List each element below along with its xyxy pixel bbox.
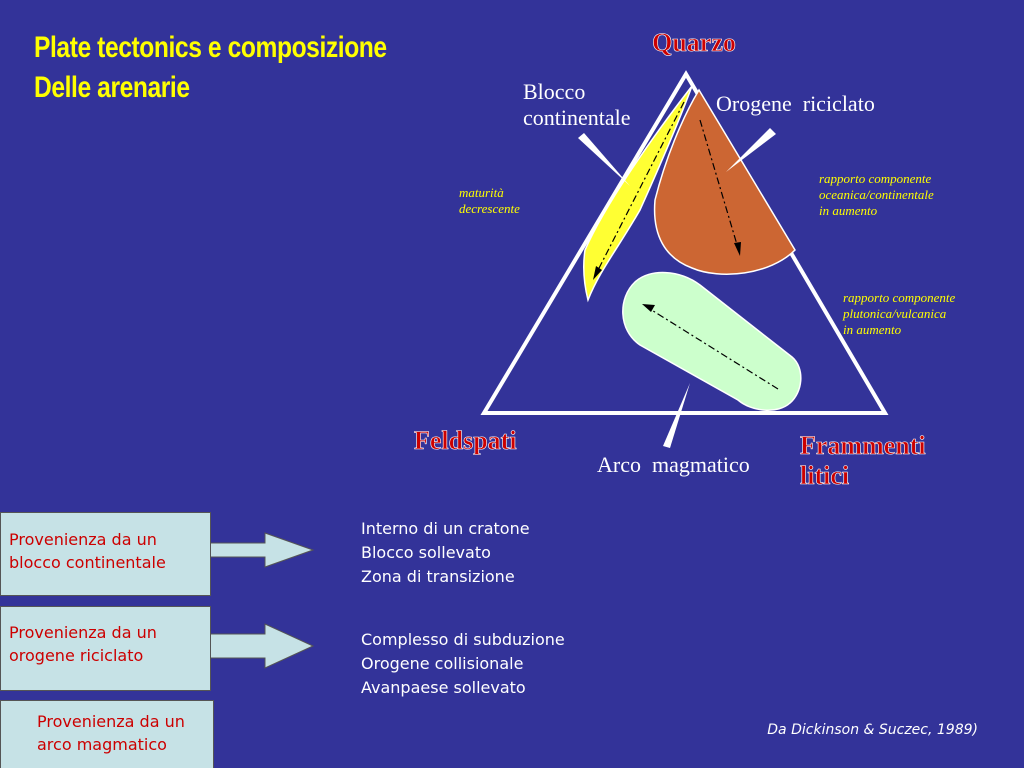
setting-item: Blocco sollevato xyxy=(361,543,491,562)
settings-list-continental: Interno di un cratone Blocco sollevato Z… xyxy=(361,517,530,589)
arc-trend-arrow xyxy=(649,308,779,390)
provenance-box-arc-line1: Provenienza da un xyxy=(37,712,185,731)
setting-item: Complesso di subduzione xyxy=(361,630,565,649)
provenance-box-orogen-line1: Provenienza da un xyxy=(9,623,157,642)
setting-item: Avanpaese sollevato xyxy=(361,678,526,697)
recycled-orogen-field xyxy=(653,88,796,275)
magmatic-arc-field xyxy=(622,271,802,411)
setting-item: Zona di transizione xyxy=(361,567,515,586)
settings-list-orogen: Complesso di subduzione Orogene collisio… xyxy=(361,628,565,700)
field-label-arco: Arco magmatico xyxy=(597,452,750,477)
apex-label-feldspati: Feldspati xyxy=(414,426,517,455)
arc-pointer xyxy=(663,383,690,448)
continental-block-field xyxy=(583,85,693,303)
continental-pointer xyxy=(578,133,630,186)
provenance-box-arc-line2: arco magmatico xyxy=(37,735,167,754)
citation: Da Dickinson & Suczec, 1989) xyxy=(767,722,978,738)
note-maturity-1: maturità xyxy=(459,185,504,200)
arc-trend-arrowhead xyxy=(642,304,655,312)
provenance-arrow-1 xyxy=(209,532,315,568)
orogen-trend-arrowhead xyxy=(734,242,741,256)
provenance-box-continental-line1: Provenienza da un xyxy=(9,530,157,549)
continental-trend-arrowhead xyxy=(593,266,602,280)
provenance-box-orogen: Provenienza da un orogene riciclato xyxy=(0,606,211,691)
field-label-blocco: Blocco xyxy=(523,79,585,104)
provenance-box-orogen-line2: orogene riciclato xyxy=(9,646,144,665)
apex-label-frammenti: Frammenti xyxy=(800,431,926,460)
orogen-pointer xyxy=(726,128,776,172)
continental-trend-arrow xyxy=(595,101,685,275)
note-plutonic-1: rapporto componente xyxy=(843,290,956,305)
apex-label-litici: litici xyxy=(800,461,849,490)
apex-label-quarzo: Quarzo xyxy=(652,28,736,57)
note-oceanic-3: in aumento xyxy=(819,203,878,218)
slide-title-line2: Delle arenarie xyxy=(34,71,190,104)
note-maturity-2: decrescente xyxy=(459,201,520,216)
field-label-orogene: Orogene riciclato xyxy=(716,91,875,116)
field-label-continentale: continentale xyxy=(523,105,631,130)
provenance-box-arc: Provenienza da un arco magmatico xyxy=(0,700,214,768)
orogen-trend-arrow xyxy=(699,119,739,249)
provenance-box-continental: Provenienza da un blocco continentale xyxy=(0,512,211,596)
note-plutonic-2: plutonica/vulcanica xyxy=(842,306,947,321)
provenance-arrow-2 xyxy=(209,623,315,669)
note-plutonic-3: in aumento xyxy=(843,322,902,337)
provenance-box-continental-line2: blocco continentale xyxy=(9,553,166,572)
slide-title-line1: Plate tectonics e composizione xyxy=(34,31,387,64)
slide-title: Plate tectonics e composizione Delle are… xyxy=(34,28,387,108)
setting-item: Interno di un cratone xyxy=(361,519,530,538)
note-oceanic-2: oceanica/continentale xyxy=(819,187,934,202)
setting-item: Orogene collisionale xyxy=(361,654,524,673)
note-oceanic-1: rapporto componente xyxy=(819,171,932,186)
